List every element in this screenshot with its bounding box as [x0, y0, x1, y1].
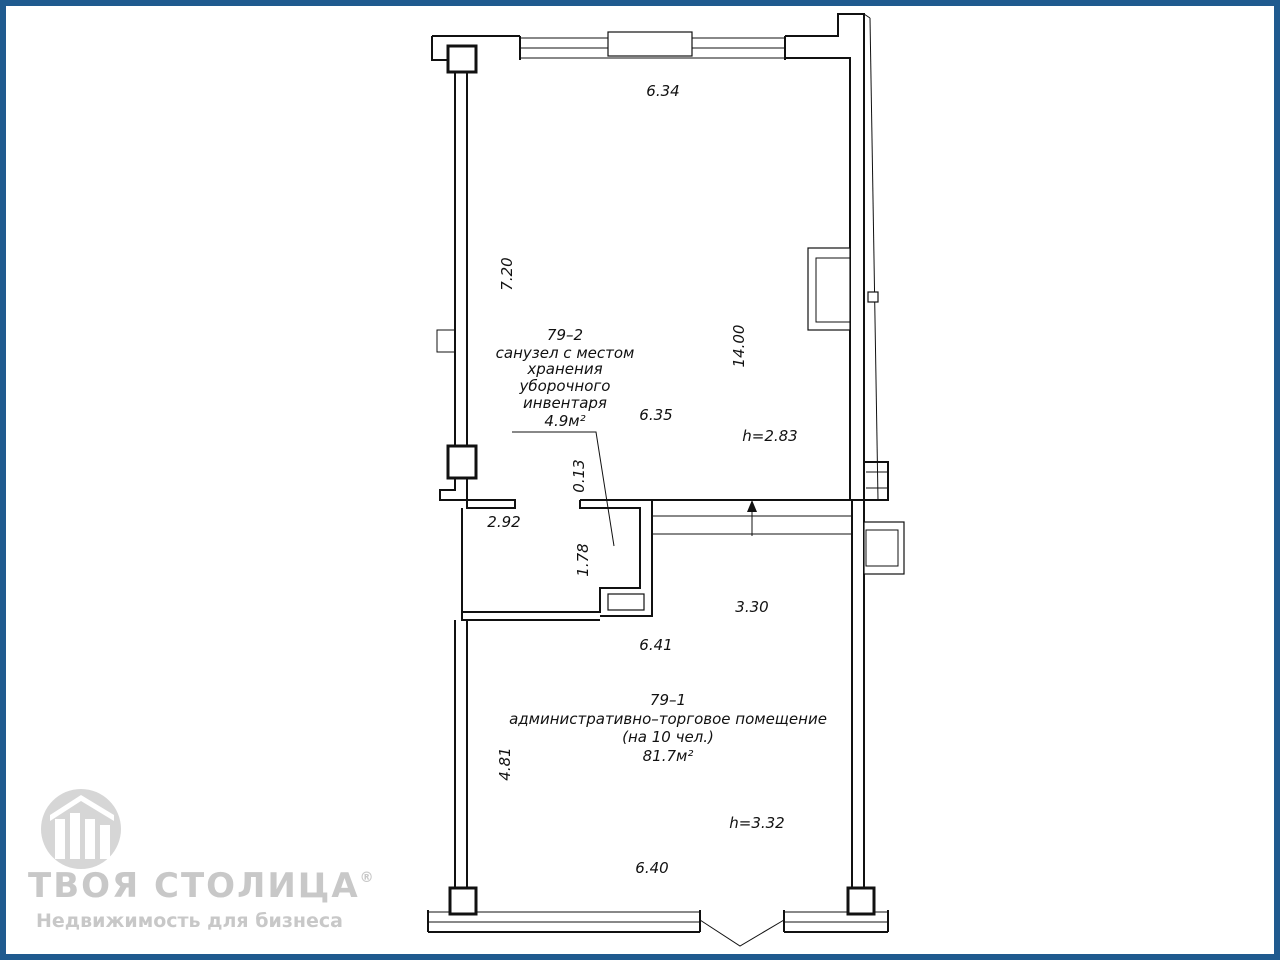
dimension-bath-width: 2.92	[487, 513, 520, 531]
dimension-left-upper-height: 7.20	[498, 257, 516, 290]
room-description-line: (на 10 чел.)	[622, 728, 714, 746]
room-number: 79–2	[547, 326, 583, 344]
dimension-top-width: 6.34	[646, 82, 679, 100]
structural-columns	[446, 44, 876, 916]
ceiling-height-lower: h=3.32	[729, 814, 784, 832]
room-area: 81.7м²	[643, 747, 694, 765]
room-area: 4.9м²	[544, 412, 585, 430]
room-description-line: хранения	[526, 360, 602, 378]
ceiling-height-upper: h=2.83	[742, 427, 797, 445]
room-description-line: санузел с местом	[496, 344, 635, 362]
dimension-labels: 6.34 7.20 14.00 6.35 0.13 2.92 1.78 3.30…	[487, 82, 768, 877]
dimension-bath-wall: 0.13	[570, 459, 588, 492]
room-label-leader	[512, 431, 615, 547]
room-description-line: инвентаря	[523, 394, 607, 412]
outer-walls	[427, 13, 905, 947]
dimension-bottom-width: 6.40	[635, 859, 668, 877]
brand-name: ТВОЯ СТОЛИЦА®	[28, 866, 376, 906]
top-window-panel	[607, 31, 693, 57]
ceiling-height-labels: h=2.83 h=3.32	[729, 427, 797, 832]
dimension-lower-width: 6.41	[639, 636, 672, 654]
room-description-line: административно–торговое помещение	[509, 710, 827, 728]
registered-mark: ®	[359, 870, 376, 886]
room-number: 79–1	[650, 691, 686, 709]
dimension-left-lower-height: 4.81	[496, 747, 514, 780]
dimension-right-length: 14.00	[730, 325, 748, 368]
dimension-corridor: 3.30	[735, 598, 768, 616]
room-79-1-label: 79–1 административно–торговое помещение …	[509, 691, 827, 765]
brand-logo-icon	[41, 789, 121, 869]
dimension-mid-width: 6.35	[639, 406, 672, 424]
room-description-line: уборочного	[519, 377, 611, 395]
dimension-bath-depth: 1.78	[574, 543, 592, 576]
brand-tagline: Недвижимость для бизнеса	[36, 910, 343, 932]
room-79-2-label: 79–2 санузел с местом хранения уборочног…	[496, 326, 635, 430]
